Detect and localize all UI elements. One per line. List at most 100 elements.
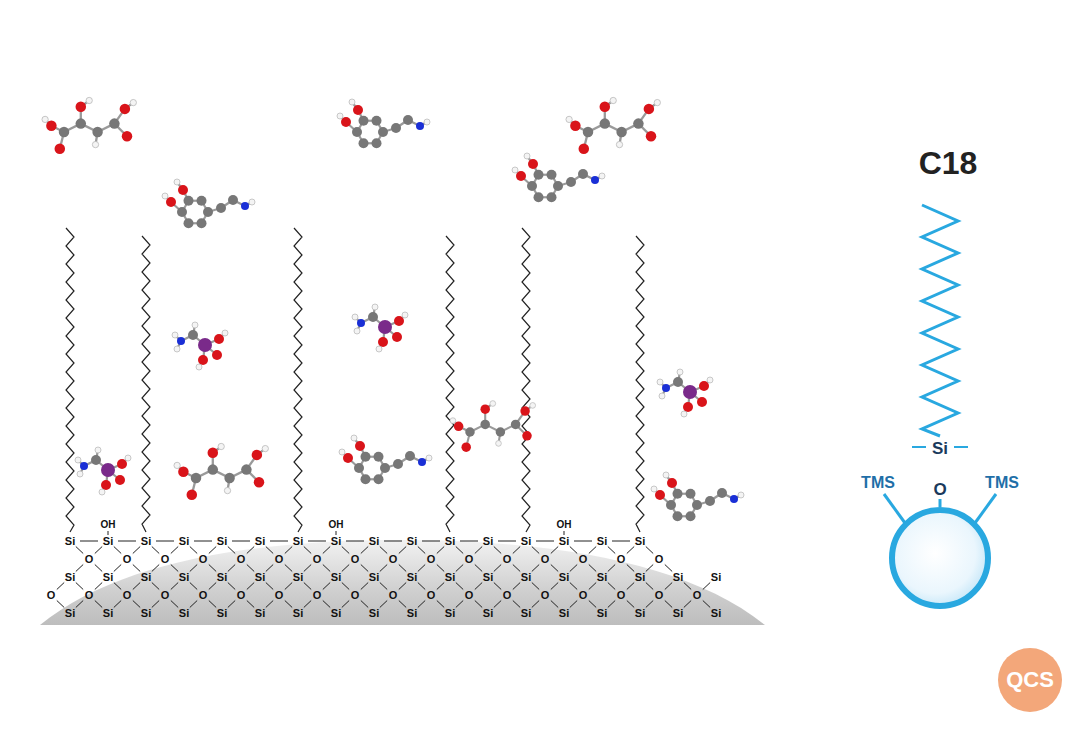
bond-line xyxy=(194,541,212,542)
atom-label: Si xyxy=(293,536,303,547)
atom xyxy=(357,319,365,327)
atom xyxy=(120,104,131,115)
bond-line xyxy=(380,601,387,608)
atom xyxy=(208,448,219,459)
bond-line xyxy=(114,601,121,608)
atom-label: Si xyxy=(559,572,569,583)
atom-label: O xyxy=(85,590,94,601)
bond-line xyxy=(513,565,520,572)
bond-line xyxy=(342,583,349,590)
atom xyxy=(566,116,572,122)
bond-line xyxy=(152,565,159,572)
bond-line xyxy=(884,494,905,523)
atom xyxy=(109,118,119,129)
atom xyxy=(368,312,378,322)
bond-line xyxy=(361,565,368,572)
atom xyxy=(162,193,168,199)
alkyl-chain xyxy=(636,236,644,532)
phosphonate-molecule xyxy=(657,369,713,417)
atom xyxy=(166,197,176,207)
bond-line xyxy=(646,565,653,572)
atom xyxy=(527,181,537,191)
bond-line xyxy=(570,601,577,608)
bond-line xyxy=(336,531,337,535)
atom xyxy=(454,422,464,432)
bond-line xyxy=(247,601,254,608)
atom-label: Si xyxy=(597,572,607,583)
atom-label: O xyxy=(275,554,284,565)
malic-acid-molecule xyxy=(450,401,536,452)
atom xyxy=(378,127,388,137)
bond-line xyxy=(266,583,273,590)
bond-line xyxy=(209,583,216,590)
atom-label: O xyxy=(123,554,132,565)
atom xyxy=(705,496,715,506)
atom xyxy=(218,443,224,449)
alkyl-chain xyxy=(446,236,454,532)
bond-line xyxy=(323,583,330,590)
atom-label: Si xyxy=(255,608,265,619)
alkyl-chain xyxy=(66,228,74,532)
bond-line xyxy=(665,583,672,590)
bond-line xyxy=(456,583,463,590)
silanol-label: OH xyxy=(329,520,344,530)
atom-label: Si xyxy=(597,608,607,619)
bond-line xyxy=(285,565,292,572)
atom-label: O xyxy=(351,590,360,601)
atom-label: O xyxy=(47,590,56,601)
bond-line xyxy=(418,565,425,572)
bond-line xyxy=(513,547,520,554)
atom xyxy=(424,119,430,125)
bond-line xyxy=(285,601,292,608)
bond-line xyxy=(190,601,197,608)
atom-label: O xyxy=(313,554,322,565)
atom xyxy=(686,511,696,521)
bond-line xyxy=(589,565,596,572)
atom-label: Si xyxy=(445,536,455,547)
atom xyxy=(683,385,697,399)
atom-label: Si xyxy=(559,536,569,547)
bond-line xyxy=(532,601,539,608)
bond-line xyxy=(570,547,577,554)
bond-line xyxy=(361,601,368,608)
bond-line xyxy=(475,547,482,554)
bond-line xyxy=(152,601,159,608)
atom xyxy=(402,312,408,318)
atom-label: Si xyxy=(141,536,151,547)
atom-label: O xyxy=(465,590,474,601)
atom xyxy=(262,445,268,451)
bond-line xyxy=(912,446,926,448)
atom-label: Si xyxy=(331,572,341,583)
atom xyxy=(380,463,390,473)
atom-label: Si xyxy=(103,572,113,583)
atom xyxy=(101,480,111,490)
bond-line xyxy=(456,547,463,554)
atom xyxy=(197,218,207,228)
atom-label: O xyxy=(427,554,436,565)
silica-bead xyxy=(892,510,988,606)
malic-acid-molecule xyxy=(174,443,268,500)
atom xyxy=(738,492,744,498)
bond-line xyxy=(627,583,634,590)
atom xyxy=(130,99,136,105)
bond-line xyxy=(114,565,121,572)
atom xyxy=(178,466,189,477)
atom xyxy=(610,97,616,103)
atom xyxy=(659,393,665,399)
atom-label: O xyxy=(541,554,550,565)
bond-line xyxy=(954,446,968,448)
bond-line xyxy=(684,601,691,608)
atom xyxy=(730,495,738,503)
atom xyxy=(174,346,180,352)
atom-label: Si xyxy=(407,608,417,619)
bond-line xyxy=(399,601,406,608)
malic-acid-molecule xyxy=(42,97,137,154)
atom xyxy=(372,138,382,148)
atom xyxy=(341,117,351,127)
bond-line xyxy=(384,541,402,542)
bond-line xyxy=(627,547,634,554)
atom-label: O xyxy=(579,590,588,601)
bond-line xyxy=(975,494,996,523)
atom xyxy=(224,473,234,484)
bond-line xyxy=(228,601,235,608)
